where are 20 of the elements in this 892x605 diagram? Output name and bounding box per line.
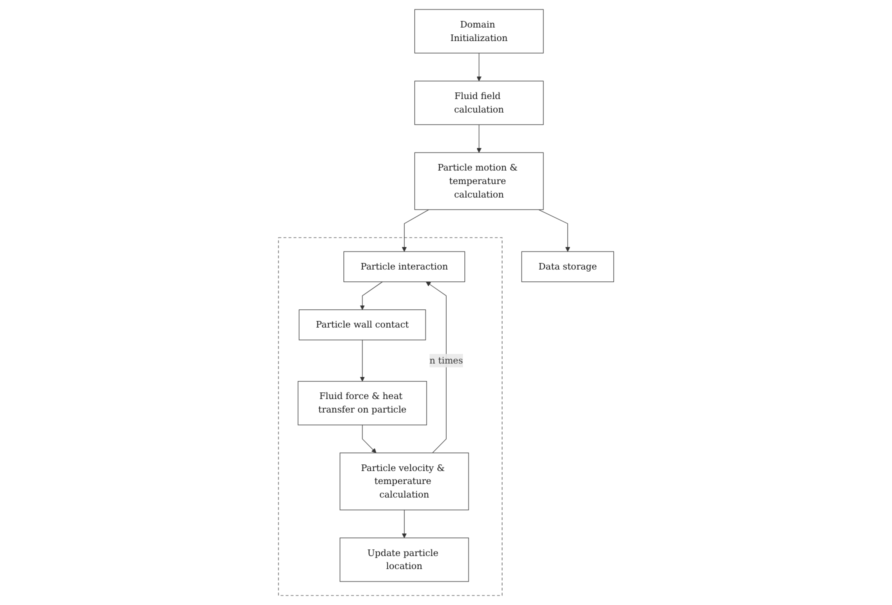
- node-box: Particle velocity & temperature calculation: [340, 452, 469, 510]
- node-box: Fluid field calculation: [414, 80, 544, 125]
- arrow: [476, 124, 482, 153]
- arrow: [476, 52, 482, 82]
- arrow: [360, 340, 365, 382]
- node-box: Update particle location: [340, 538, 469, 582]
- node-box: Data storage: [521, 251, 614, 282]
- arrow: [362, 424, 376, 454]
- arrow: [402, 510, 407, 538]
- node-box: Particle interaction: [343, 251, 465, 282]
- node-box: Fluid force & heat transfer on particle: [298, 381, 427, 426]
- node-box: Domain Initialization: [414, 9, 544, 54]
- node-box: Particle motion & temperature calculation: [414, 152, 544, 210]
- node-box: Particle wall contact: [298, 310, 426, 340]
- arrow: [360, 282, 383, 310]
- cluster: [278, 237, 502, 596]
- arrow: [426, 282, 446, 454]
- arrow: [538, 209, 570, 252]
- edge-label: n times: [429, 355, 463, 366]
- arrow: [402, 209, 430, 252]
